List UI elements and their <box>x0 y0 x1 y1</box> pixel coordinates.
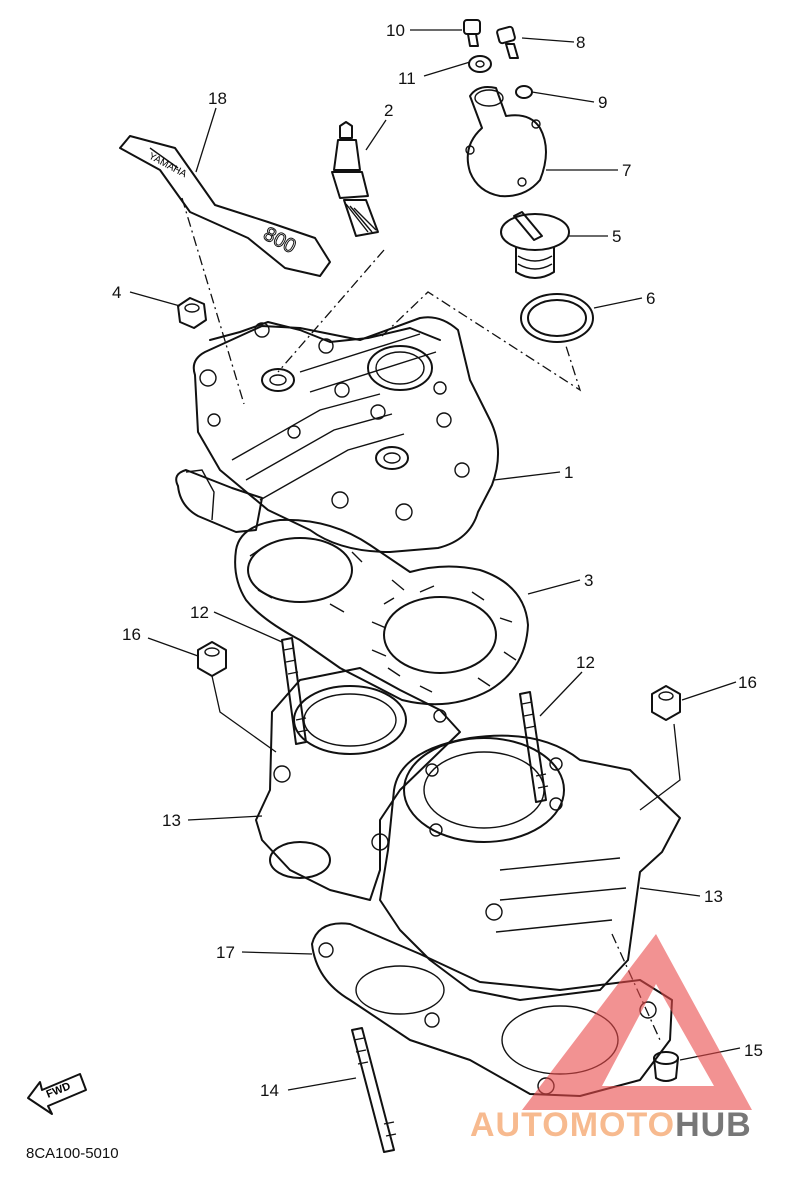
diagram-code: 8CA100-5010 <box>26 1145 119 1162</box>
callout-15: 15 <box>744 1041 763 1060</box>
callout-18: 18 <box>208 89 227 108</box>
callout-13-right: 13 <box>704 887 723 906</box>
thermostat-cover-part-7 <box>465 86 547 198</box>
cylinder-head-part-1 <box>175 316 500 553</box>
decal-part-18: YAMAHA 800 <box>119 135 331 277</box>
bolt-part-8 <box>496 25 519 59</box>
stud-part-14 <box>351 1027 397 1153</box>
head-gasket-part-3 <box>234 518 529 706</box>
nut-part-4 <box>177 297 207 329</box>
callout-17: 17 <box>216 943 235 962</box>
callout-12-left: 12 <box>190 603 209 622</box>
callout-2: 2 <box>384 101 393 120</box>
dowel-part-15 <box>653 1051 679 1082</box>
watermark-text: AUTOMOTOHUB <box>470 1106 752 1144</box>
callout-8: 8 <box>576 33 585 52</box>
callout-7: 7 <box>622 161 631 180</box>
spark-plug-part-2 <box>331 121 379 237</box>
watermark-text-part1: AUTOMOTO <box>470 1106 675 1144</box>
leader-lines <box>129 29 741 1091</box>
callout-16-left: 16 <box>122 625 141 644</box>
nut-part-16-left <box>197 641 227 677</box>
callout-14: 14 <box>260 1081 279 1100</box>
o-ring-part-6 <box>520 293 594 343</box>
bolt-part-10 <box>463 19 481 47</box>
callout-16-right: 16 <box>738 673 757 692</box>
washer-part-11 <box>468 55 492 73</box>
alignment-lines <box>181 197 661 1041</box>
callout-10: 10 <box>386 21 405 40</box>
callout-12-right: 12 <box>576 653 595 672</box>
callout-numbers: 10 8 11 9 18 2 7 5 6 4 1 3 12 16 12 16 1… <box>112 21 763 1100</box>
callout-11: 11 <box>398 69 416 88</box>
cylinder-part-13-rear <box>255 667 461 901</box>
watermark-logo: AUTOMOTOHUB <box>470 934 752 1144</box>
thermostat-part-5 <box>500 211 570 279</box>
watermark-text-part2: HUB <box>675 1106 752 1144</box>
watermark-triangle-icon <box>522 934 752 1110</box>
callout-9: 9 <box>598 93 607 112</box>
fwd-arrow: FWD <box>27 1073 87 1115</box>
callout-6: 6 <box>646 289 655 308</box>
washer-part-9 <box>515 85 533 99</box>
nut-part-16-right <box>651 685 681 721</box>
callout-1: 1 <box>564 463 573 482</box>
callout-4: 4 <box>112 283 121 302</box>
callout-13-left: 13 <box>162 811 181 830</box>
callout-5: 5 <box>612 227 621 246</box>
callout-3: 3 <box>584 571 593 590</box>
cylinder-part-13-front <box>273 709 681 1001</box>
